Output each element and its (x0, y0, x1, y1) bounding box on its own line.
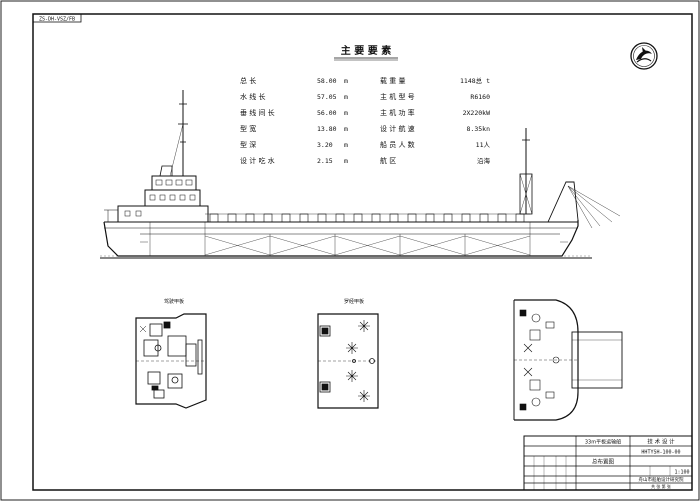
particular-value: 56.00 (317, 109, 337, 117)
particular-value: 11人 (476, 141, 491, 149)
particular-label: 设 计 航 速 (380, 124, 415, 133)
particular-label: 水 线 长 (240, 92, 265, 101)
plan1-caption: 驾驶甲板 (164, 298, 184, 305)
particular-label: 船 员 人 数 (380, 140, 415, 149)
particular-label: 载 重 量 (380, 76, 405, 85)
plan2-caption: 罗经甲板 (344, 298, 364, 305)
drawing-name: 总布置图 (592, 458, 615, 466)
inner-border (32, 13, 693, 491)
particular-label: 设 计 吃 水 (240, 156, 275, 165)
particular-unit: m (344, 77, 348, 85)
particular-value: 2X220kW (463, 109, 490, 117)
particulars-right: 载 重 量 1148总 t 主 机 型 号 R6160 主 机 功 率 2X22… (380, 76, 491, 165)
ship-side-profile (100, 90, 621, 259)
particular-unit: m (344, 109, 348, 117)
design-stage: 技 术 设 计 (647, 438, 675, 446)
particular-label: 型 深 (240, 140, 256, 149)
particular-unit: m (344, 157, 348, 165)
particular-unit: m (344, 125, 348, 133)
corner-tag: ZS-DH-VSZ/FB (39, 17, 75, 23)
particular-label: 型 宽 (240, 124, 256, 133)
particular-value: 1148总 t (460, 76, 490, 85)
particular-value: R6160 (470, 93, 490, 101)
bridge-deck-plan (135, 313, 207, 409)
drawing-number: HHTYSH-100-00 (641, 450, 680, 456)
sheet-count: 共 张 第 张 (651, 483, 671, 489)
particular-unit: m (344, 141, 348, 149)
particular-label: 主 机 型 号 (380, 92, 415, 101)
particular-value: 13.80 (317, 125, 337, 133)
particular-value: 3.20 (317, 141, 333, 149)
forecastle-plan (513, 299, 623, 421)
compass-deck-plan (317, 313, 379, 409)
particular-label: 主 机 功 率 (380, 108, 415, 117)
title-block (523, 435, 693, 491)
design-institute-seal-icon (630, 42, 658, 70)
corner-tag-box: ZS-DH-VSZ/FB (32, 13, 82, 23)
particular-label: 总 长 (240, 76, 256, 85)
particular-value: 58.00 (317, 77, 337, 85)
particular-unit: m (344, 93, 348, 101)
particular-label: 垂 线 间 长 (240, 108, 275, 117)
particular-value: 57.05 (317, 93, 337, 101)
particulars-title: 主 要 要 素 (341, 44, 391, 57)
particular-label: 航 区 (380, 156, 396, 165)
project-name: 33m平板运输船 (585, 439, 621, 446)
particular-value: 8.35kn (467, 125, 491, 133)
particular-value: 2.15 (317, 157, 333, 165)
particulars-left: 总 长 58.00 m 水 线 长 57.05 m 垂 线 间 长 56.00 … (240, 76, 348, 165)
drawing-scale: 1:100 (674, 470, 689, 476)
company-name: 舟山市船舶设计研究院 (639, 476, 684, 483)
particular-value: 沿海 (477, 156, 491, 165)
